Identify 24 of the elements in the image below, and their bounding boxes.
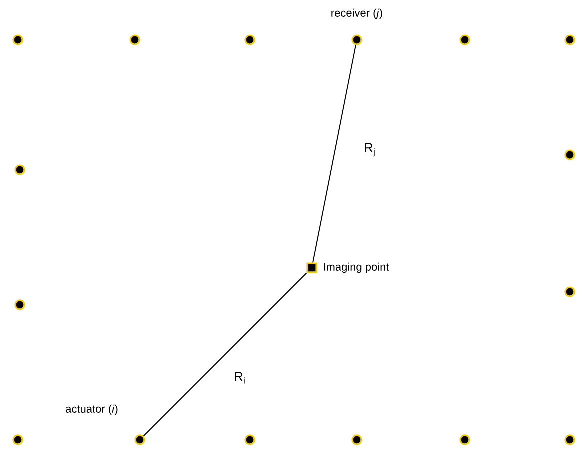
dot: [12, 34, 24, 46]
node-label: receiver (j): [332, 8, 382, 20]
edge-label: R$_{i}$: [233, 371, 247, 385]
dot: [130, 34, 140, 46]
dot: [244, 434, 256, 446]
node-label: Imaging point: [324, 262, 390, 274]
dot: [564, 150, 576, 160]
dot: [244, 34, 256, 46]
dot: [352, 434, 362, 446]
dot: [352, 34, 362, 46]
dot: [564, 34, 576, 46]
line: [143, 272, 308, 437]
dot: [14, 300, 26, 310]
imaging-point-square: [306, 262, 318, 274]
node-label: actuator (i): [66, 404, 118, 416]
line: [312, 44, 356, 264]
edge-label: R$_{j}$: [363, 142, 377, 158]
dot: [12, 434, 24, 446]
dot: [14, 164, 26, 176]
dot: [564, 286, 576, 298]
dot: [460, 34, 470, 46]
dot: [134, 434, 146, 446]
dot: [564, 434, 576, 446]
dot: [460, 434, 470, 446]
